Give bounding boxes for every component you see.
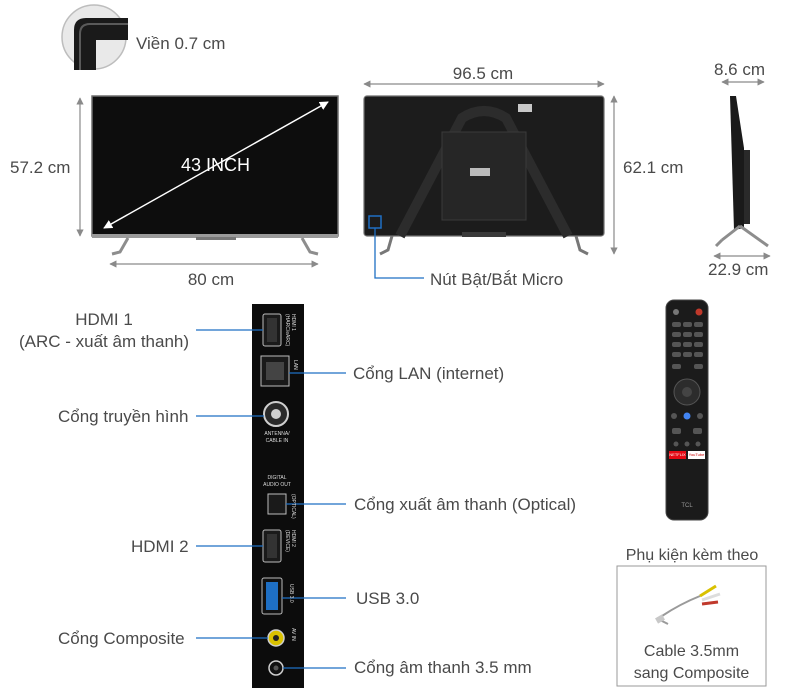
composite-label: Cổng Composite xyxy=(58,629,185,648)
mic-button-leader xyxy=(374,228,424,279)
accessory-title: Phụ kiện kèm theo xyxy=(625,547,759,564)
lan-label: Cổng LAN (internet) xyxy=(353,364,505,383)
accessory-caption-line1: Cable 3.5mm xyxy=(643,643,740,660)
hdmi2-label: HDMI 2 xyxy=(131,537,189,556)
optical-port xyxy=(267,493,287,515)
tv-back-view xyxy=(363,95,605,256)
mic-button-label: Nút Bật/Bắt Micro xyxy=(430,270,564,289)
panel-hdmi1-text: HDMI 1 (HARC/eARC) xyxy=(284,314,296,347)
stand-depth-label: 22.9 cm xyxy=(708,260,769,279)
port-panel xyxy=(252,304,304,688)
optical-label: Cổng xuất âm thanh (Optical) xyxy=(354,495,577,514)
remote-control xyxy=(665,299,709,521)
port-leaders xyxy=(196,329,346,669)
front-width-label: 80 cm xyxy=(187,270,235,289)
diagonal-label: 43 INCH xyxy=(181,155,251,175)
panel-antenna-text-2: CABLE IN xyxy=(265,438,289,444)
panel-optical-text-1: DIGITAL xyxy=(267,475,287,481)
panel-optical-text-2: AUDIO OUT xyxy=(263,482,291,488)
panel-lan-text: LAN xyxy=(292,360,298,370)
tv-side-view xyxy=(714,96,769,248)
panel-av-text: AV IN xyxy=(290,628,296,641)
panel-usb-text: USB 3.0 xyxy=(288,584,294,603)
bezel-zoom xyxy=(61,4,128,70)
side-depth-label: 8.6 cm xyxy=(714,60,766,79)
hdmi1-label-line1: HDMI 1 xyxy=(75,310,133,329)
accessory-caption-line2: sang Composite xyxy=(633,665,750,682)
remote-netflix-key: NETFLIX xyxy=(669,452,686,457)
audio35-label: Cổng âm thanh 3.5 mm xyxy=(354,658,532,677)
remote-brand: TCL xyxy=(681,503,693,509)
bezel-label: Viền 0.7 cm xyxy=(136,34,226,53)
tv-front-view xyxy=(91,95,339,256)
panel-antenna-text-1: ANTENNA/ xyxy=(264,431,290,437)
panel-optical-side-text: (OPTICAL) xyxy=(290,494,296,519)
usb-label: USB 3.0 xyxy=(356,589,420,608)
back-height-label: 62.1 cm xyxy=(623,158,684,177)
antenna-label: Cổng truyền hình xyxy=(58,407,189,426)
back-width-label: 96.5 cm xyxy=(452,64,514,83)
front-height-label: 57.2 cm xyxy=(10,158,71,177)
remote-youtube-key: YouTube xyxy=(688,452,705,457)
accessory-box xyxy=(616,565,767,687)
hdmi1-label-line2: (ARC - xuất âm thanh) xyxy=(18,332,190,351)
panel-hdmi2-text: HDMI 2 (DEVICE) xyxy=(284,530,296,552)
